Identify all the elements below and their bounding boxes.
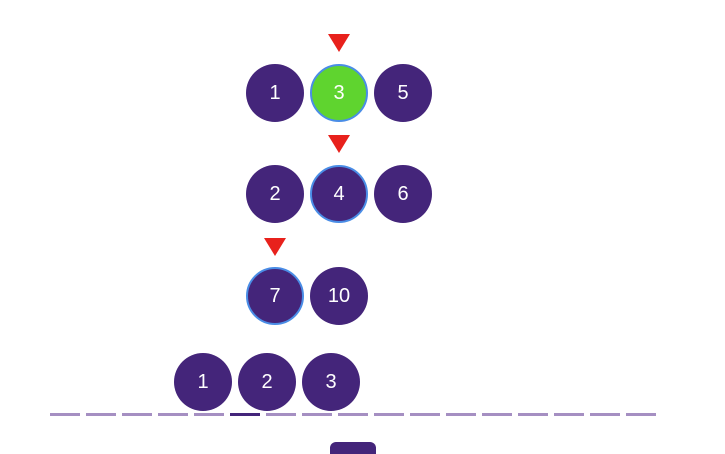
merged-output-node[interactable]: 3	[302, 353, 360, 411]
progress-segment	[338, 413, 368, 416]
progress-segment	[158, 413, 188, 416]
progress-segment	[374, 413, 404, 416]
list-b-node[interactable]: 6	[374, 165, 432, 223]
list-c-node[interactable]: 10	[310, 267, 368, 325]
progress-segment	[230, 413, 260, 416]
progress-segment	[266, 413, 296, 416]
progress-segment	[86, 413, 116, 416]
list-b-node[interactable]: 2	[246, 165, 304, 223]
progress-segment	[554, 413, 584, 416]
progress-segment	[482, 413, 512, 416]
progress-segment	[446, 413, 476, 416]
progress-segment	[626, 413, 656, 416]
list-c-node[interactable]: 7	[246, 267, 304, 325]
progress-segment	[410, 413, 440, 416]
output-slot-tab	[330, 442, 376, 454]
list-a-node[interactable]: 3	[310, 64, 368, 122]
progress-segment	[50, 413, 80, 416]
merged-output-node[interactable]: 1	[174, 353, 232, 411]
list-b-node[interactable]: 4	[310, 165, 368, 223]
list-a-pointer-icon	[328, 34, 350, 52]
progress-segment	[518, 413, 548, 416]
progress-segment	[302, 413, 332, 416]
progress-segment	[590, 413, 620, 416]
list-a-node[interactable]: 1	[246, 64, 304, 122]
list-c-pointer-icon	[264, 238, 286, 256]
list-b-pointer-icon	[328, 135, 350, 153]
progress-segment	[122, 413, 152, 416]
list-a-node[interactable]: 5	[374, 64, 432, 122]
progress-segment	[194, 413, 224, 416]
merged-output-node[interactable]: 2	[238, 353, 296, 411]
